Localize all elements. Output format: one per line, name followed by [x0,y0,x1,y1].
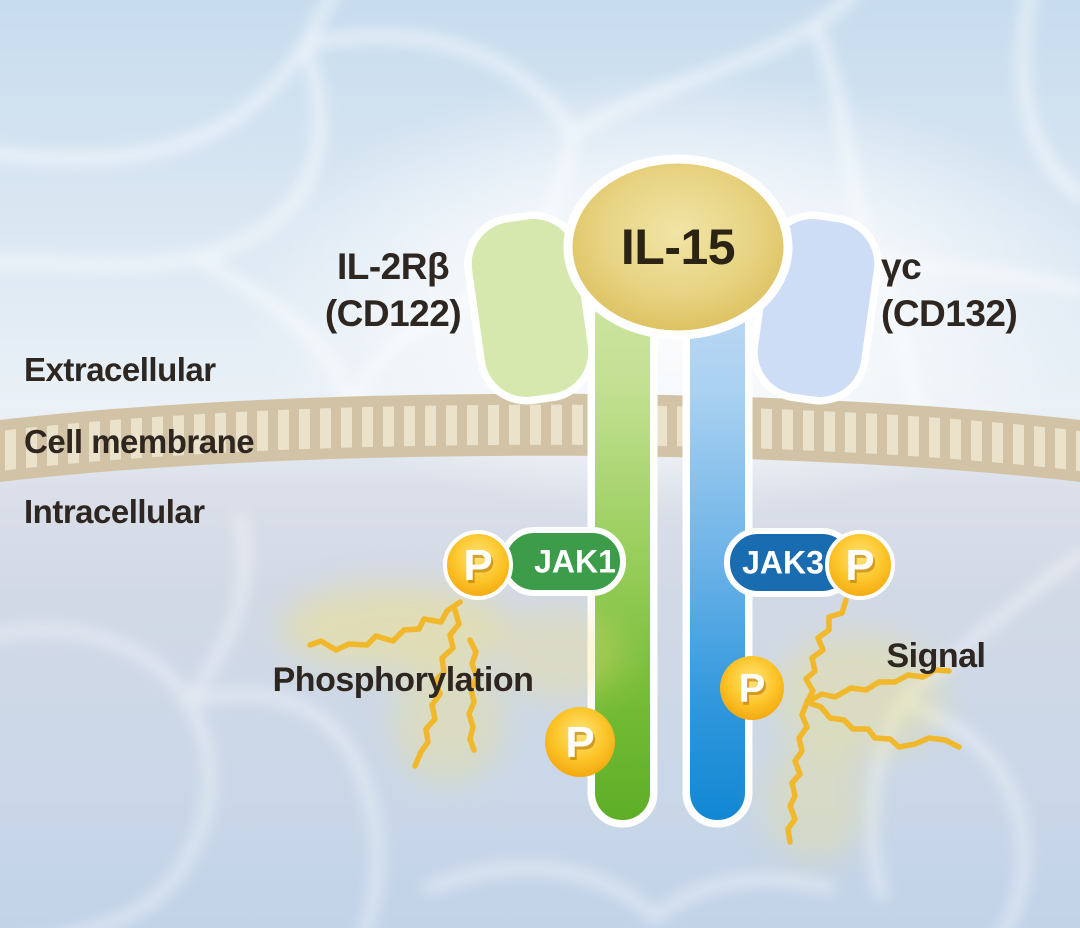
jak1-label: JAK1 [534,543,616,580]
phosphorylation-label: Phosphorylation [272,661,534,700]
il15-ligand-shape [563,154,793,340]
il2rb-name: IL-2Rβ [336,246,450,287]
phosphate-circle-jak1 [443,530,513,600]
jak3-label: JAK3 [742,544,824,581]
intracellular-label: Intracellular [24,493,205,530]
phosphate-circle-jak3 [825,530,895,600]
phosphate-label-green-tail: P [565,717,595,767]
phosphorylation-squiggle [307,599,480,769]
il2rb-receptor-label: IL-2Rβ (CD122) [324,243,462,338]
gc-cd: (CD132) [881,293,1018,335]
signal-label: Signal [886,637,986,676]
phosphate-circle-blue-tail [720,656,784,720]
membrane-band [0,393,1080,482]
phosphate-label-jak3: P [845,540,875,590]
il15-label: IL-15 [620,219,736,275]
phosphate-label-blue-tail: P [738,666,766,711]
signal-squiggle [785,597,962,845]
extracellular-label: Extracellular [24,351,216,388]
gc-name: γc [881,246,922,287]
phosphate-circle-green-tail [545,707,615,777]
il2rb-cd: (CD122) [324,293,462,335]
cell-membrane-label: Cell membrane [24,423,255,460]
gc-receptor-label: γc (CD132) [881,243,1018,338]
phosphate-label-jak1: P [463,540,493,590]
